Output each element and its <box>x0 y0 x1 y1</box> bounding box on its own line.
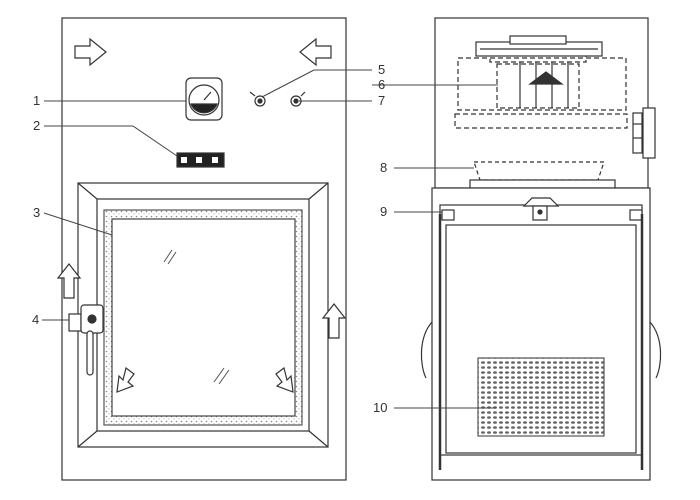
switch-5 <box>249 91 266 107</box>
leader-lines <box>42 69 498 409</box>
callout-7: 7 <box>378 93 385 108</box>
fan-motor <box>475 35 603 108</box>
arrow-up-left-icon <box>56 263 82 299</box>
arrow-down-left-icon <box>116 366 135 393</box>
callout-labels: 1 2 3 4 5 6 7 8 9 10 <box>32 62 387 415</box>
callout-10: 10 <box>373 400 387 415</box>
arrow-left-icon <box>299 37 332 67</box>
arrow-down-right-icon <box>275 366 294 393</box>
door-handle <box>68 304 104 376</box>
callout-6: 6 <box>378 77 385 92</box>
callout-9: 9 <box>380 204 387 219</box>
side-view <box>420 17 662 481</box>
vent-grille <box>477 357 605 437</box>
control-panel <box>176 152 225 168</box>
callout-3: 3 <box>33 205 40 220</box>
arrow-up-right-icon <box>321 303 347 339</box>
callout-5: 5 <box>378 62 385 77</box>
arrow-right-icon <box>74 37 107 67</box>
door-glass <box>111 218 296 417</box>
right-hose <box>649 321 662 379</box>
callout-8: 8 <box>380 160 387 175</box>
callout-2: 2 <box>33 118 40 133</box>
front-view <box>56 17 347 481</box>
callout-1: 1 <box>33 93 40 108</box>
left-hose <box>420 321 433 379</box>
door-latch <box>441 197 643 221</box>
callout-4: 4 <box>32 312 39 327</box>
pressure-gauge <box>185 77 223 121</box>
side-hinge <box>632 107 656 159</box>
